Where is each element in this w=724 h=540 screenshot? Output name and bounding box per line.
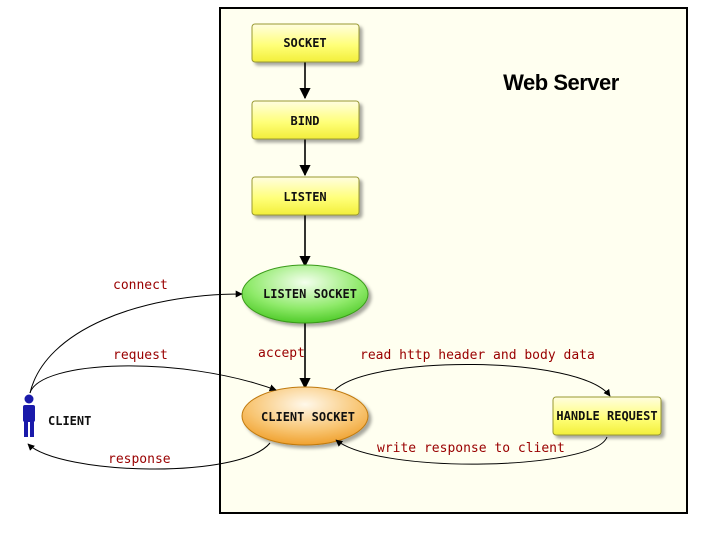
read-label: read http header and body data xyxy=(360,348,595,363)
listen-label: LISTEN xyxy=(283,190,326,204)
handle-request-label: HANDLE REQUEST xyxy=(556,409,657,423)
socket-box: SOCKET xyxy=(251,23,360,63)
response-label: response xyxy=(108,452,171,467)
request-arrow xyxy=(29,365,277,394)
client-label: CLIENT xyxy=(48,414,91,428)
listen-box: LISTEN xyxy=(251,176,360,216)
request-label: request xyxy=(113,348,168,363)
bind-box: BIND xyxy=(251,100,360,140)
socket-label: SOCKET xyxy=(283,36,326,50)
connect-label: connect xyxy=(113,278,168,293)
connect-arrow xyxy=(29,290,243,394)
listen-socket-label: LISTEN SOCKET xyxy=(263,287,357,301)
client-person-icon xyxy=(23,394,35,437)
accept-label: accept xyxy=(258,346,305,361)
read-arrow xyxy=(334,364,611,397)
response-arrow xyxy=(27,442,271,470)
web-server-title: Web Server xyxy=(503,70,620,95)
client-socket-label: CLIENT SOCKET xyxy=(261,410,355,424)
write-label: write response to client xyxy=(377,441,565,456)
listen-socket-node: LISTEN SOCKET xyxy=(241,264,369,324)
handle-request-box: HANDLE REQUEST xyxy=(552,396,662,436)
bind-label: BIND xyxy=(291,114,320,128)
write-arrow xyxy=(335,436,608,465)
client-socket-node: CLIENT SOCKET xyxy=(241,386,369,446)
